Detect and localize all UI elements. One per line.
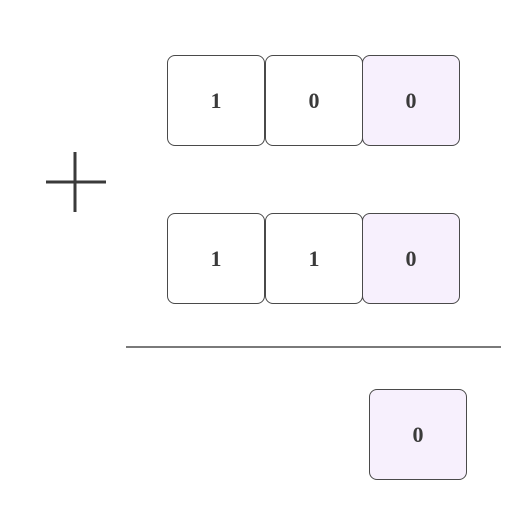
addend-bottom-digit-ones[interactable]: 0	[362, 213, 460, 304]
addend-top-digit-hundreds[interactable]: 1	[167, 55, 265, 146]
sum-divider-line	[126, 346, 501, 348]
addend-top-digit-tens[interactable]: 0	[265, 55, 363, 146]
result-digit-ones[interactable]: 0	[369, 389, 467, 480]
plus-icon	[46, 152, 106, 212]
addend-bottom-digit-hundreds[interactable]: 1	[167, 213, 265, 304]
addend-bottom-digit-tens[interactable]: 1	[265, 213, 363, 304]
addend-top-digit-ones[interactable]: 0	[362, 55, 460, 146]
